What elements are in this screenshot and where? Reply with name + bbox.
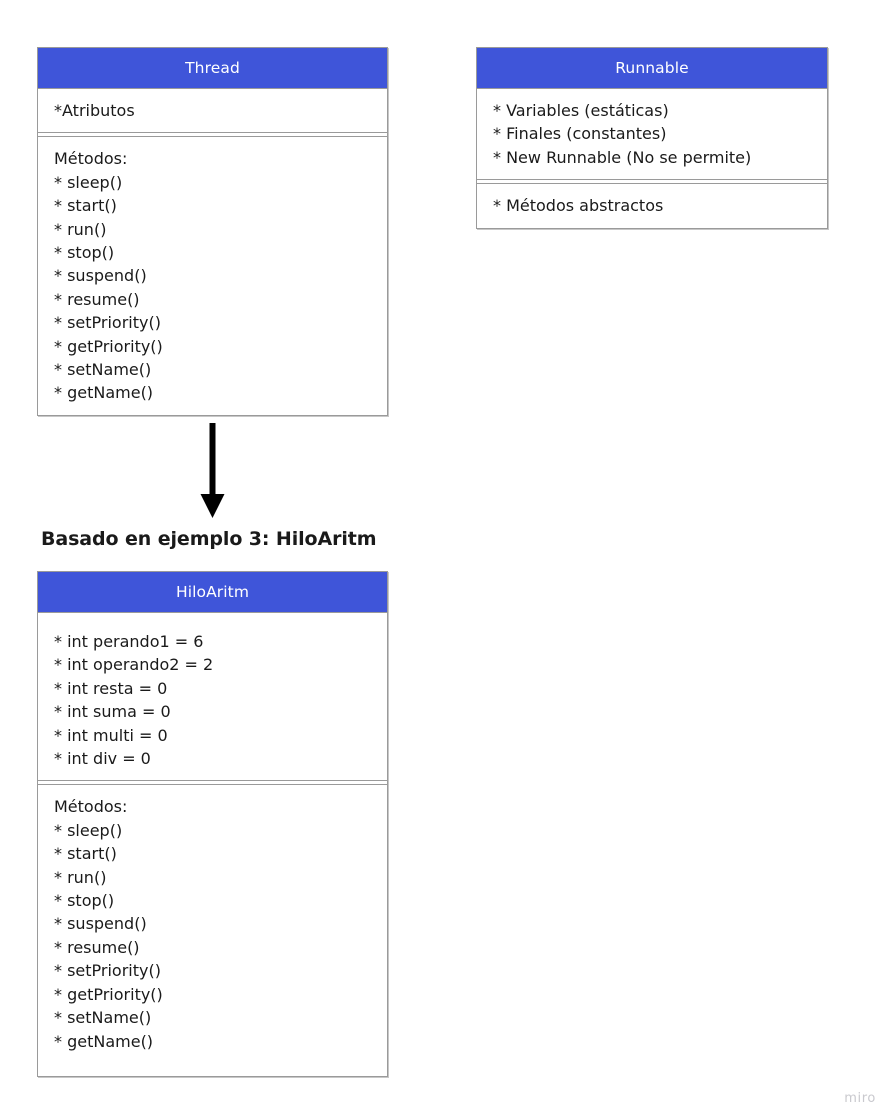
methods-compartment-hiloaritm: Métodos: * sleep() * start() * run() * stop(… [38, 785, 387, 1076]
uml-member-line: * int resta = 0 [54, 678, 168, 698]
uml-member-line: * start() [54, 196, 117, 216]
uml-member-line: * int div = 0 [54, 749, 151, 769]
uml-member-line: * int operando2 = 2 [54, 655, 214, 675]
diagram-caption: Basado en ejemplo 3: HiloAritm [41, 528, 377, 550]
uml-member-line: * Variables (estáticas) [493, 101, 669, 120]
compartment-separator [38, 780, 387, 786]
class-name-runnable: Runnable [477, 48, 827, 89]
methods-compartment-thread: Métodos: * sleep() * start() * run() * stop(… [38, 137, 387, 414]
attributes-compartment-runnable: * Variables (estáticas) * Finales (consta… [477, 89, 827, 179]
uml-member-line: * setName() [54, 360, 152, 380]
uml-member-line: * setName() [54, 1008, 152, 1028]
uml-member-line: * run() [54, 867, 107, 887]
uml-class-thread[interactable]: Thread *Atributos Métodos: * sleep() * sta… [37, 47, 388, 416]
uml-member-line: * int multi = 0 [54, 725, 168, 745]
attributes-compartment-thread: *Atributos [38, 89, 387, 132]
uml-member-line: * Métodos abstractos [493, 196, 664, 216]
uml-member-line: * stop() [54, 891, 115, 911]
uml-member-line: Métodos: [54, 797, 128, 817]
uml-member-line: * New Runnable (No se permite) [493, 147, 752, 167]
uml-member-line: * stop() [54, 243, 115, 263]
miro-watermark: miro [844, 1091, 876, 1106]
uml-member-line: * sleep() [54, 172, 123, 192]
class-name-thread: Thread [38, 48, 387, 89]
uml-member-line: * run() [54, 219, 107, 239]
uml-member-line: Métodos: [54, 149, 128, 169]
uml-member-line: * start() [54, 844, 117, 864]
uml-member-line: *Atributos [54, 101, 135, 120]
uml-member-line: * getName() [54, 1031, 154, 1051]
uml-member-line: * resume() [54, 289, 140, 309]
uml-member-line: * resume() [54, 937, 140, 957]
inheritance-arrow-icon [200, 423, 225, 518]
uml-member-line: * Finales (constantes) [493, 124, 667, 144]
uml-member-line: * setPriority() [54, 961, 161, 981]
class-name-hiloaritm: HiloAritm [38, 572, 387, 613]
uml-member-line: * int suma = 0 [54, 702, 171, 722]
uml-class-hiloaritm[interactable]: HiloAritm * int perando1 = 6 * int operan… [37, 571, 388, 1078]
uml-member-line: * suspend() [54, 914, 147, 934]
attributes-compartment-hiloaritm: * int perando1 = 6 * int operando2 = 2 * i… [38, 613, 387, 780]
uml-member-line: * getName() [54, 383, 154, 403]
methods-compartment-runnable: * Métodos abstractos [477, 184, 827, 227]
uml-member-line: * sleep() [54, 820, 123, 840]
uml-member-line: * getPriority() [54, 984, 163, 1004]
uml-member-line: * suspend() [54, 266, 147, 286]
uml-member-line: * setPriority() [54, 313, 161, 333]
uml-member-line: * int perando1 = 6 [54, 632, 204, 651]
compartment-separator [38, 132, 387, 138]
uml-class-runnable[interactable]: Runnable * Variables (estáticas) * Finale… [476, 47, 828, 229]
compartment-separator [477, 179, 827, 185]
uml-member-line: * getPriority() [54, 336, 163, 356]
